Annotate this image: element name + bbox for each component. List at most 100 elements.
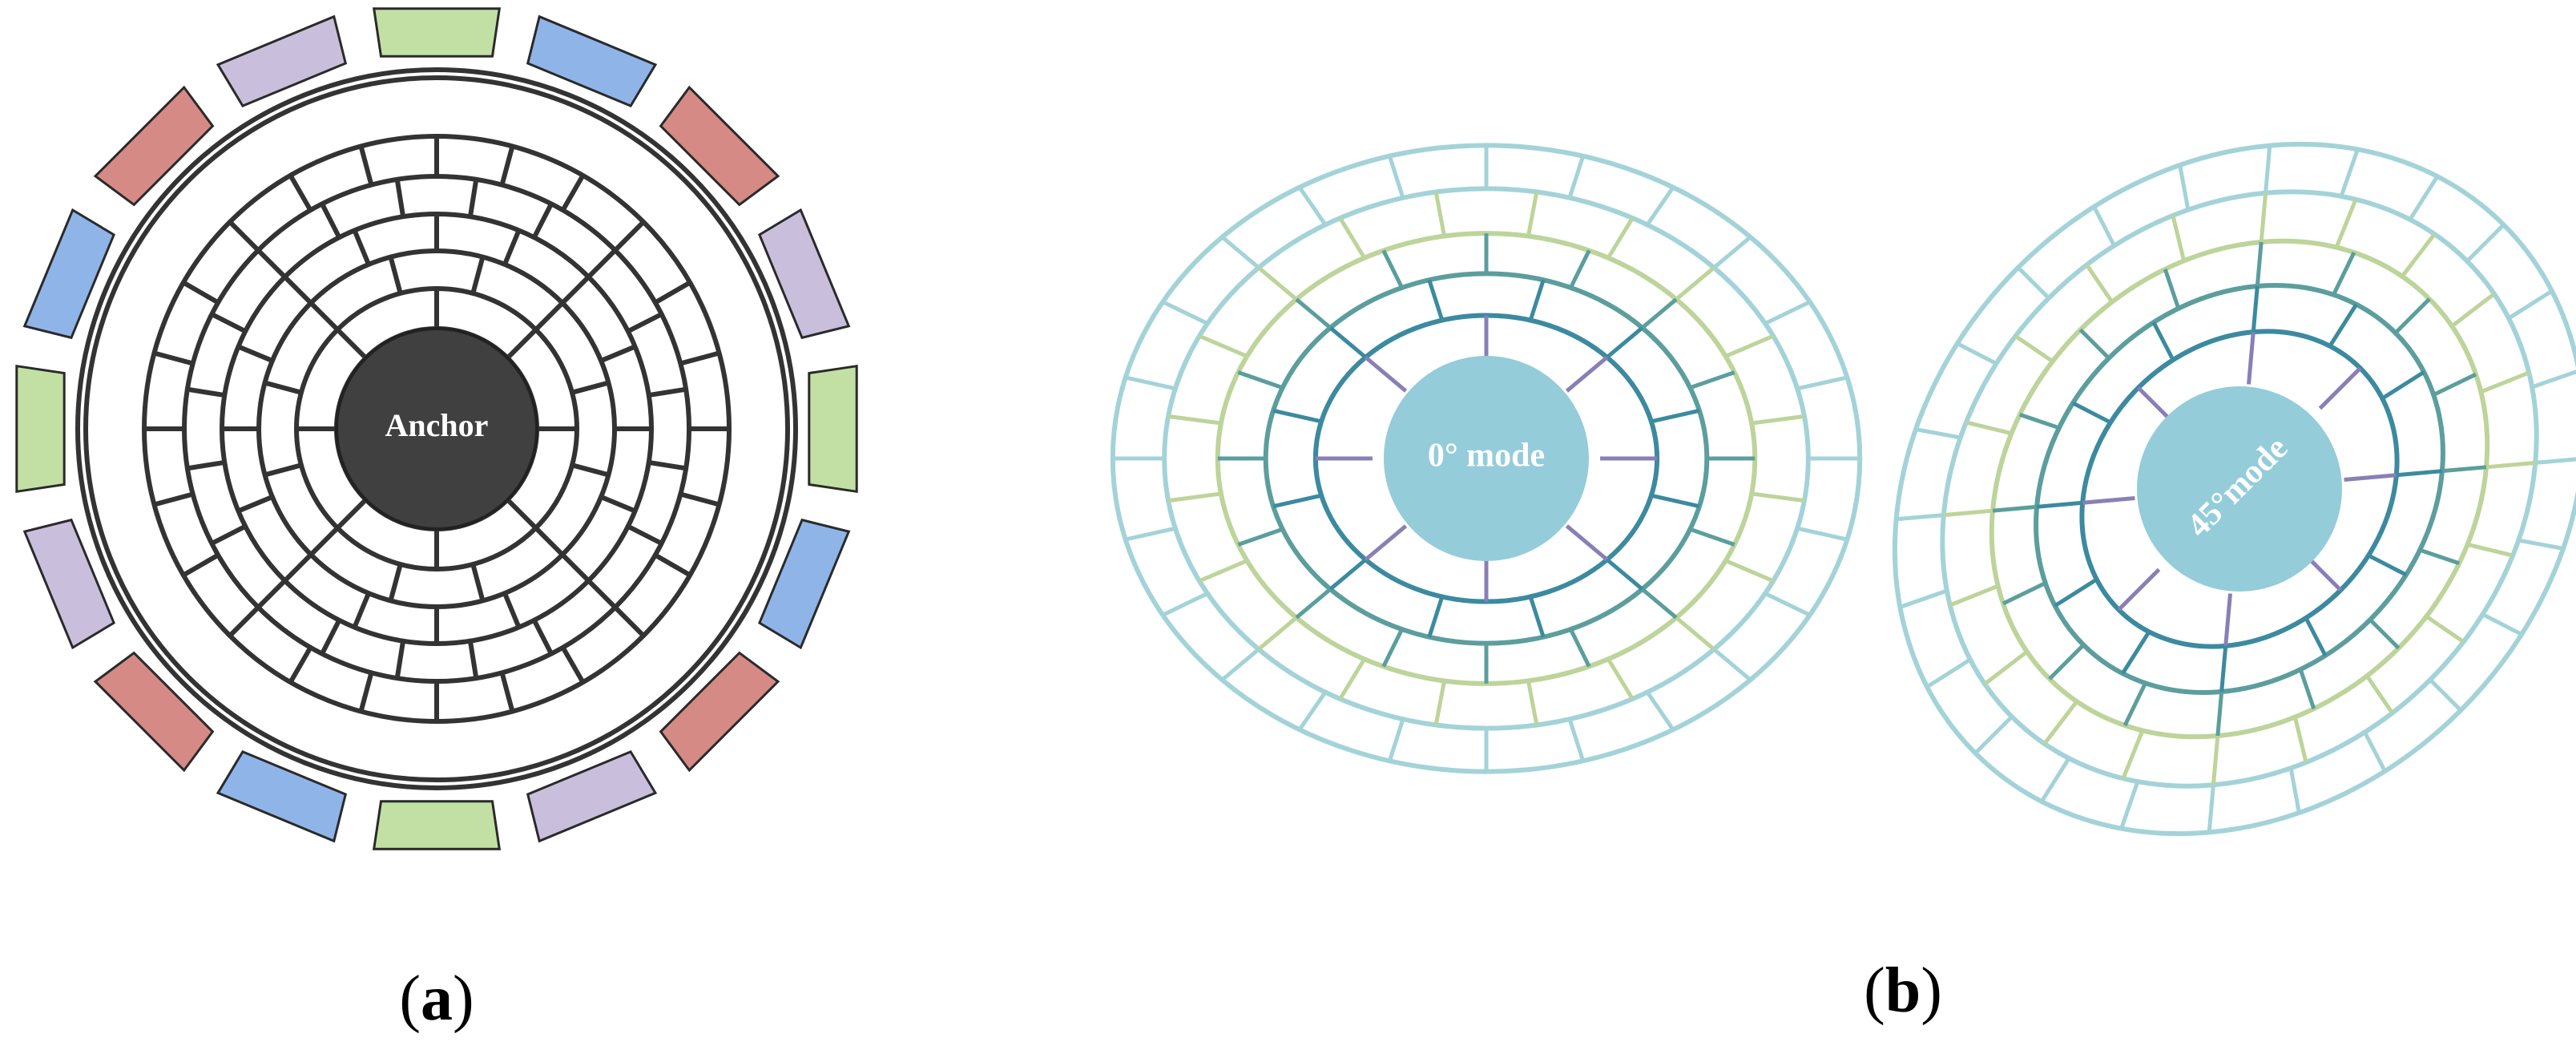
ring-spoke [467,179,479,217]
ring-spoke [534,301,565,332]
mode-spoke [1528,279,1546,321]
ring-spoke [336,498,368,530]
mode-spoke [1381,249,1404,289]
anchor-label: Anchor [385,407,489,443]
mode-spoke [2531,369,2576,390]
panel-a-label-close: ) [453,963,474,1034]
mode-spoke [1569,628,1591,668]
mode-spoke [1689,370,1735,390]
mode-spoke [1381,628,1404,668]
mode-spoke [2085,264,2114,304]
mode-spoke [2247,331,2256,385]
mode-spoke [2078,328,2110,360]
mode-spoke [2215,691,2224,737]
mode-0-center-disc [1384,356,1589,561]
ring-spoke [679,491,720,507]
mode-spoke [1675,616,1715,651]
mode-spoke [2036,500,2083,509]
electrode [526,750,658,843]
mode-spoke [1433,680,1447,725]
mode-spoke [2002,581,2046,606]
panel-a-label: (a) [399,963,474,1034]
mode-spoke [1896,513,1944,522]
mode-spoke [2344,473,2397,482]
mode-spoke [2117,567,2161,612]
mode-spoke [2481,612,2523,636]
mode-spoke [2425,615,2465,644]
mode-spoke [2298,668,2316,709]
ring-spoke [502,229,522,266]
mode-spoke [2207,785,2215,833]
mode-0-center-label: 0° mode [1428,438,1545,475]
mode-spoke [1899,588,1948,609]
mode-spoke [1569,249,1591,289]
ring-spoke [560,646,586,684]
mode-spoke [2485,460,2536,470]
panel-b-label-letter: b [1885,955,1921,1026]
mode-spoke [2466,542,2514,558]
mode-spoke [1257,616,1298,651]
ring-spoke [187,459,225,471]
mode-spoke [2429,678,2462,712]
mode-spoke [1295,588,1332,620]
mode-spoke [2171,215,2187,262]
ring-spoke [228,605,260,638]
mode-spoke [2365,674,2394,714]
mode-spoke [1198,333,1248,358]
mode-spoke [1297,691,1328,731]
mode-spoke [1641,297,1678,329]
mode-spoke [2305,555,2343,592]
mode-spoke [1526,192,1539,237]
ring-spoke [336,328,368,360]
panel-b-label: (b) [1864,955,1942,1026]
mode-spoke [2259,192,2268,243]
ring-spoke [587,248,617,279]
ring-spoke [256,579,287,609]
electrode [22,208,115,340]
ring-spoke [283,552,313,583]
mode-spoke [2014,334,2054,363]
mode-spoke [1427,279,1445,321]
mode-spoke [1949,584,1999,608]
electrode [216,14,348,107]
ring-spoke [182,280,220,305]
ring-spoke [599,344,636,363]
mode-spoke [2042,700,2078,745]
electrode [22,518,115,650]
mode-spoke [2219,645,2228,693]
ring-spoke [256,248,287,279]
ring-spoke [470,563,486,602]
mode-spoke [2465,223,2505,263]
mode-spoke [1651,408,1700,424]
ring-spoke [627,523,663,546]
ring-spoke [352,592,371,628]
ring-spoke [560,552,591,583]
ring-spoke [210,312,247,334]
mode-spoke [2251,285,2260,333]
ring-spoke [654,552,691,578]
mode-spoke [1764,592,1811,617]
mode-spoke [1162,300,1209,325]
ring-spoke [394,640,406,679]
ring-spoke [571,462,610,478]
mode-spoke [1167,491,1222,503]
mode-spoke [1689,527,1735,547]
mode-spoke [2054,577,2098,608]
mode-spoke [2136,386,2174,423]
ring-spoke [288,174,313,212]
mode-spoke [1272,493,1322,509]
ring-spoke [388,563,403,602]
mode-spoke [2393,297,2431,335]
electrode [808,364,858,494]
ring-spoke [654,280,691,305]
mode-spoke [1297,186,1328,226]
mode-spoke [1956,341,1998,365]
mode-spoke [1237,527,1284,547]
ring-spoke [571,380,610,395]
mode-spoke [1712,235,1752,269]
mode-spoke [1387,155,1405,199]
mode-spoke [1645,691,1675,731]
ring-spoke [506,328,538,360]
mode-spoke [1338,216,1366,260]
ring-spoke [613,220,646,252]
